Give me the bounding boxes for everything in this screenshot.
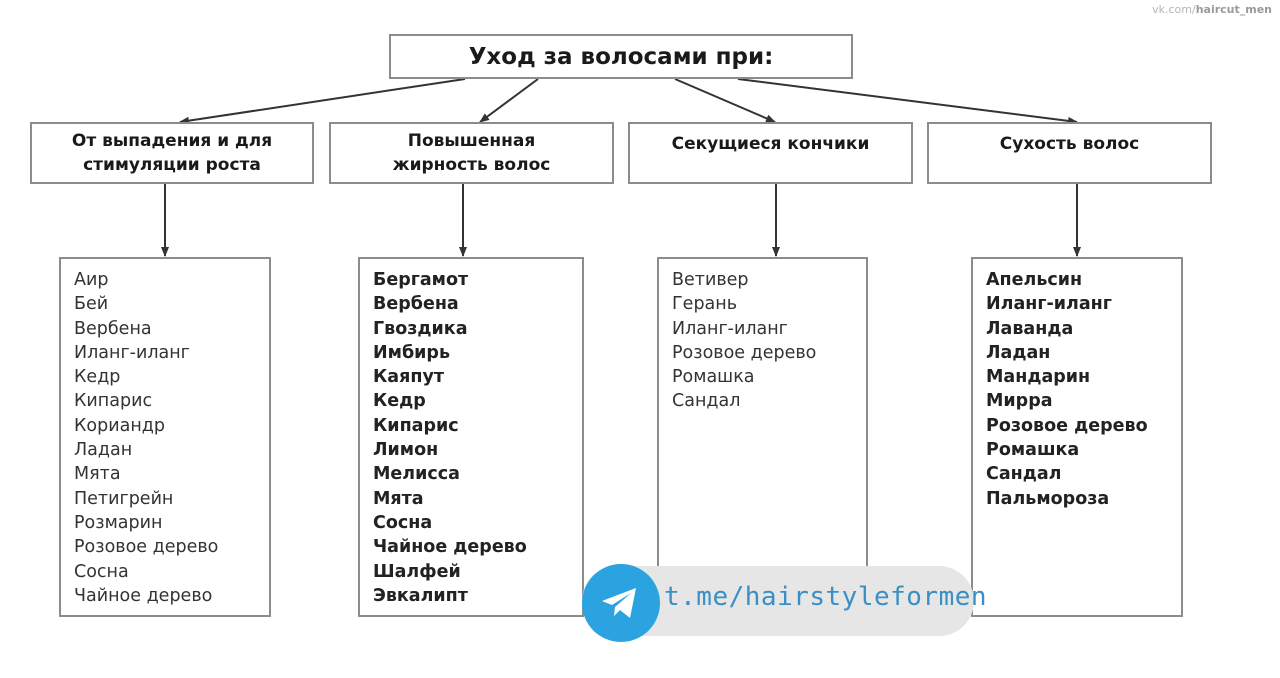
oil-item: Бей: [74, 294, 109, 315]
telegram-link[interactable]: t.me/hairstyleformen: [664, 582, 988, 612]
watermark: vk.com/haircut_men: [1152, 3, 1272, 16]
oil-item: Мята: [74, 464, 121, 485]
oil-item: Сосна: [373, 512, 433, 533]
category-label-line: Секущиеся кончики: [671, 134, 870, 154]
oil-item: Имбирь: [373, 342, 451, 363]
oil-item: Каяпут: [373, 367, 444, 388]
oil-item: Лимон: [373, 440, 439, 461]
arrow-title-to-cat-2: [479, 78, 539, 123]
oil-item: Чайное дерево: [373, 537, 527, 558]
oil-item: Сосна: [74, 561, 129, 582]
oil-item: Ромашка: [986, 440, 1080, 461]
oil-item: Гвоздика: [373, 318, 468, 339]
telegram-icon[interactable]: [582, 564, 660, 642]
oil-item: Ладан: [74, 440, 133, 461]
category-oily-hair: Повышенная жирность волос: [329, 122, 614, 184]
oil-item: Иланг-иланг: [672, 318, 788, 339]
arrow-title-to-cat-4: [737, 78, 1078, 125]
category-split-ends: Секущиеся кончики: [628, 122, 913, 184]
oil-item: Кипарис: [373, 415, 459, 436]
oil-item: Ветивер: [672, 270, 749, 290]
oil-item: Апельсин: [986, 270, 1083, 290]
oil-item: Пальмороза: [986, 488, 1110, 509]
oil-item: Шалфей: [373, 561, 461, 582]
oil-item: Ладан: [986, 342, 1051, 363]
oil-item: Чайное дерево: [74, 585, 213, 606]
oil-item: Мандарин: [986, 367, 1091, 388]
oil-item: Мята: [373, 488, 424, 509]
oil-item: Мирра: [986, 391, 1053, 412]
oil-item: Аир: [74, 270, 109, 290]
arrow-title-to-cat-1: [179, 78, 466, 125]
oil-item: Иланг-иланг: [986, 294, 1112, 315]
category-label-line: От выпадения и для: [71, 131, 273, 151]
category-label-line: Повышенная: [407, 131, 536, 151]
oil-item: Кориандр: [74, 415, 165, 436]
oil-item: Кедр: [373, 391, 426, 412]
oil-item: Иланг-иланг: [74, 342, 190, 363]
oil-item: Мелисса: [373, 464, 460, 485]
oil-item: Розовое дерево: [986, 415, 1148, 436]
diagram-title: Уход за волосами при:: [389, 34, 853, 79]
category-dry-hair: Сухость волос: [927, 122, 1212, 184]
oil-item: Герань: [672, 294, 738, 315]
category-label-line: стимуляции роста: [83, 155, 261, 175]
oil-item: Ромашка: [672, 367, 755, 388]
oil-item: Лаванда: [986, 318, 1074, 339]
oil-item: Розовое дерево: [74, 537, 219, 558]
oil-item: Бергамот: [373, 270, 469, 290]
category-hair-loss: От выпадения и для стимуляции роста: [30, 122, 314, 184]
oil-item: Розовое дерево: [672, 342, 817, 363]
oil-item: Кедр: [74, 367, 121, 388]
arrow-title-to-cat-3: [674, 78, 776, 123]
category-label-line: Сухость волос: [999, 134, 1140, 154]
oil-item: Кипарис: [74, 391, 153, 412]
oil-item: Вербена: [373, 294, 459, 315]
oil-item: Петигрейн: [74, 488, 174, 509]
oil-item: Сандал: [672, 391, 741, 412]
oil-item: Розмарин: [74, 512, 163, 533]
oil-item: Сандал: [986, 464, 1062, 485]
oil-item: Эвкалипт: [373, 585, 468, 606]
category-label-line: жирность волос: [392, 155, 551, 175]
oil-item: Вербена: [74, 318, 152, 339]
telegram-banner[interactable]: t.me/hairstyleformen: [582, 564, 987, 642]
